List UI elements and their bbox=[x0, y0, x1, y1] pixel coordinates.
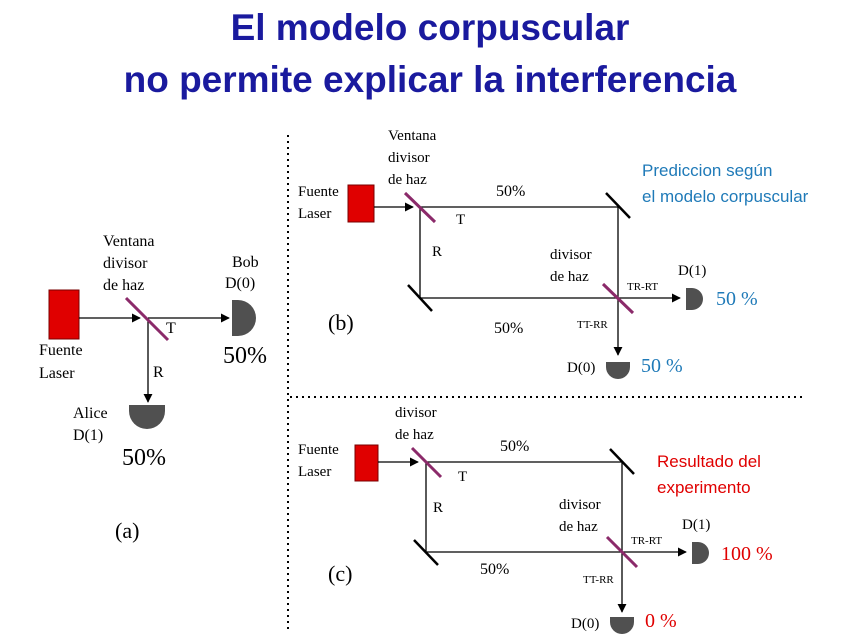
d0-detector bbox=[610, 617, 634, 634]
d1-detector bbox=[692, 542, 709, 564]
second-splitter-label-c: divisor de haz bbox=[559, 497, 604, 535]
d1-label-b: D(1) bbox=[678, 263, 706, 279]
panel-a: Ventana divisor de haz Fuente Laser T R … bbox=[39, 233, 267, 543]
splitter-label-c: divisor de haz bbox=[395, 405, 440, 443]
caption-b: (b) bbox=[328, 310, 354, 335]
panel-c: divisor de haz Fuente Laser T R 50% 50% … bbox=[298, 405, 773, 634]
r-label-c: R bbox=[433, 500, 443, 516]
panel-b: Ventana divisor de haz Fuente Laser T R … bbox=[298, 128, 809, 379]
result-note: Resultado del experimento bbox=[657, 452, 766, 497]
prediction-note: Prediccion según el modelo corpuscular bbox=[642, 161, 809, 206]
source-label-c: Fuente Laser bbox=[298, 442, 343, 480]
top-percent-c: 50% bbox=[500, 438, 529, 455]
caption-c: (c) bbox=[328, 561, 352, 586]
caption-a: (a) bbox=[115, 518, 139, 543]
beam-splitter-2 bbox=[601, 282, 635, 315]
bottom-percent-c: 50% bbox=[480, 561, 509, 578]
d1-percent-b: 50 % bbox=[716, 288, 758, 310]
tr-rt-label-c: TR-RT bbox=[631, 535, 662, 547]
mirror-bottom-left bbox=[413, 539, 439, 566]
alice-label: Alice D(1) bbox=[73, 405, 112, 444]
bob-percent: 50% bbox=[223, 343, 267, 369]
t-label-c: T bbox=[458, 469, 467, 485]
d0-percent-b: 50 % bbox=[641, 355, 683, 377]
source-label-a: Fuente Laser bbox=[39, 342, 87, 382]
second-splitter-label-b: divisor de haz bbox=[550, 247, 595, 285]
bob-detector bbox=[232, 300, 256, 336]
d1-percent-c: 100 % bbox=[721, 543, 773, 565]
r-label-a: R bbox=[153, 364, 164, 381]
alice-detector bbox=[129, 405, 165, 429]
d0-label-c: D(0) bbox=[571, 616, 599, 632]
laser-source bbox=[48, 289, 80, 340]
tt-rr-label-c: TT-RR bbox=[583, 574, 614, 586]
laser-source bbox=[347, 184, 375, 223]
beam-splitter-1 bbox=[410, 446, 443, 479]
splitter-label-b: Ventana divisor de haz bbox=[388, 128, 440, 188]
d1-detector bbox=[686, 288, 703, 310]
laser-source bbox=[354, 444, 379, 482]
d1-label-c: D(1) bbox=[682, 517, 710, 533]
t-label-a: T bbox=[166, 320, 176, 337]
beam-splitter bbox=[124, 296, 170, 342]
tt-rr-label-b: TT-RR bbox=[577, 319, 608, 331]
title-line-1: El modelo corpuscular bbox=[230, 7, 630, 48]
d0-detector bbox=[606, 362, 630, 379]
bob-label: Bob D(0) bbox=[225, 254, 263, 292]
mirror-top-right bbox=[609, 448, 635, 475]
beam-splitter-2 bbox=[605, 535, 639, 569]
source-label-b: Fuente Laser bbox=[298, 184, 343, 222]
tr-rt-label-b: TR-RT bbox=[627, 281, 658, 293]
d0-label-b: D(0) bbox=[567, 360, 595, 376]
bottom-percent-b: 50% bbox=[494, 320, 523, 337]
mirror-bottom-left bbox=[407, 284, 433, 312]
t-label-b: T bbox=[456, 212, 465, 228]
alice-percent: 50% bbox=[122, 445, 166, 471]
splitter-label-a: Ventana divisor de haz bbox=[103, 233, 159, 294]
r-label-b: R bbox=[432, 244, 442, 260]
mirror-top-right bbox=[605, 192, 631, 219]
top-percent-b: 50% bbox=[496, 183, 525, 200]
beam-splitter-1 bbox=[403, 191, 437, 224]
title-line-2: no permite explicar la interferencia bbox=[123, 59, 737, 100]
d0-percent-c: 0 % bbox=[645, 610, 677, 632]
